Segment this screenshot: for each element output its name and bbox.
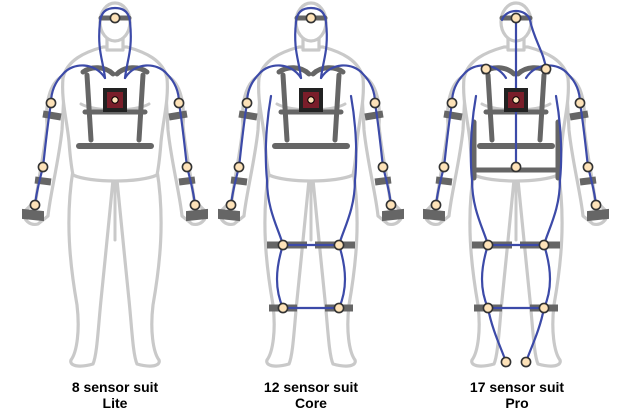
hub-icon bbox=[103, 88, 127, 112]
sensor-icon-shank-right bbox=[538, 302, 550, 314]
wire-head-loop bbox=[294, 6, 328, 80]
harness-shoulder-strap bbox=[80, 65, 150, 77]
wire-head-loop bbox=[98, 6, 132, 80]
wire-left-side-leg bbox=[264, 94, 285, 310]
sensor-icon-thigh-right bbox=[538, 239, 550, 251]
caption-core: 12 sensor suit Core bbox=[211, 379, 411, 411]
sensor-icon-forearm-right bbox=[582, 161, 594, 173]
wire-right-side-leg bbox=[542, 94, 563, 310]
sensor-icon-upper-arm-left bbox=[446, 97, 458, 109]
glove-left bbox=[22, 208, 44, 222]
sensor-icon-thigh-left bbox=[482, 239, 494, 251]
wire-right-side-leg bbox=[337, 94, 358, 310]
sensor-icon-upper-arm-right bbox=[369, 97, 381, 109]
sensor-icon-thigh-left bbox=[277, 239, 289, 251]
hub-icon bbox=[504, 88, 528, 112]
sensor-icon-head bbox=[305, 12, 317, 24]
sensor-icon-forearm-right bbox=[377, 161, 389, 173]
sensor-icon-foot-left bbox=[500, 356, 512, 368]
band-upper-arm-right bbox=[364, 110, 384, 121]
body-outline bbox=[218, 1, 404, 368]
sensor-icon-upper-arm-left bbox=[241, 97, 253, 109]
torso-harness bbox=[272, 65, 350, 149]
caption-pro-name: Pro bbox=[505, 395, 529, 411]
sensor-icon-hand-right bbox=[189, 199, 201, 211]
sensor-icon-hand-left bbox=[430, 199, 442, 211]
caption-pro: 17 sensor suit Pro bbox=[417, 379, 617, 411]
band-forearm-left bbox=[34, 176, 52, 186]
sensor-icon-hand-right bbox=[590, 199, 602, 211]
hub-led bbox=[111, 96, 119, 104]
hub-led bbox=[307, 96, 315, 104]
glove-right bbox=[587, 208, 609, 222]
harness-vertical-strap bbox=[280, 72, 342, 143]
sensor-icon-forearm-left bbox=[233, 161, 245, 173]
torso-harness bbox=[471, 65, 561, 181]
band-forearm-right bbox=[178, 176, 196, 186]
harness-shoulder-strap bbox=[276, 65, 346, 77]
band-upper-arm-right bbox=[168, 110, 188, 121]
wire-head-spine bbox=[500, 9, 548, 94]
sensor-icon-hand-left bbox=[225, 199, 237, 211]
wire-left-shoulder bbox=[245, 64, 303, 105]
caption-core-name: Core bbox=[295, 395, 327, 411]
sensor-icon-foot-right bbox=[520, 356, 532, 368]
figure-pro bbox=[423, 1, 609, 368]
band-forearm-left bbox=[230, 176, 248, 186]
wire-right-shoulder bbox=[524, 64, 582, 105]
band-upper-arm-left bbox=[42, 110, 62, 121]
glove-left bbox=[218, 208, 240, 222]
sensor-icon-thigh-right bbox=[333, 239, 345, 251]
sensor-icon-forearm-left bbox=[438, 161, 450, 173]
glove-left bbox=[423, 208, 445, 222]
caption-pro-count: 17 sensor suit bbox=[469, 379, 565, 395]
band-upper-arm-left bbox=[238, 110, 258, 121]
band-forearm-right bbox=[374, 176, 392, 186]
sensor-icon-shank-left bbox=[277, 302, 289, 314]
glove-right bbox=[382, 208, 404, 222]
caption-lite-name: Lite bbox=[102, 395, 128, 411]
sensor-icon-upper-arm-right bbox=[173, 97, 185, 109]
sensor-icon-upper-arm-left bbox=[45, 97, 57, 109]
wire-left-side-leg bbox=[469, 94, 490, 310]
sensor-icon-upper-arm-right bbox=[574, 97, 586, 109]
sensor-icon-shoulder-left bbox=[480, 63, 492, 75]
caption-lite: 8 sensor suit Lite bbox=[15, 379, 215, 411]
body-outline bbox=[22, 1, 208, 368]
sensor-icon-hand-right bbox=[385, 199, 397, 211]
sensor-icon-hand-left bbox=[29, 199, 41, 211]
band-upper-arm-right bbox=[569, 110, 589, 121]
sensor-icon-head bbox=[109, 12, 121, 24]
sensor-icon-shank-right bbox=[333, 302, 345, 314]
figure-lite bbox=[22, 1, 208, 368]
hub-icon bbox=[299, 88, 323, 112]
sensor-icon-shoulder-right bbox=[540, 63, 552, 75]
figure-core bbox=[218, 1, 404, 368]
glove-right bbox=[186, 208, 208, 222]
wire-right-shoulder bbox=[319, 64, 377, 105]
band-forearm-right bbox=[579, 176, 597, 186]
sensor-icon-forearm-right bbox=[181, 161, 193, 173]
caption-core-count: 12 sensor suit bbox=[263, 379, 359, 395]
sensor-icon-pelvis bbox=[510, 161, 522, 173]
wire-left-shoulder bbox=[450, 64, 508, 105]
wire-left-shoulder bbox=[49, 64, 107, 105]
band-forearm-left bbox=[435, 176, 453, 186]
sensor-icon-forearm-left bbox=[37, 161, 49, 173]
harness-vertical-strap bbox=[485, 72, 547, 143]
figures-layer bbox=[22, 1, 609, 368]
caption-lite-count: 8 sensor suit bbox=[71, 379, 159, 395]
sensor-icon-head bbox=[510, 12, 522, 24]
hub-led bbox=[512, 96, 520, 104]
harness-vertical-strap bbox=[84, 72, 146, 143]
band-upper-arm-left bbox=[443, 110, 463, 121]
sensor-icon-shank-left bbox=[482, 302, 494, 314]
wire-right-shoulder bbox=[123, 64, 181, 105]
